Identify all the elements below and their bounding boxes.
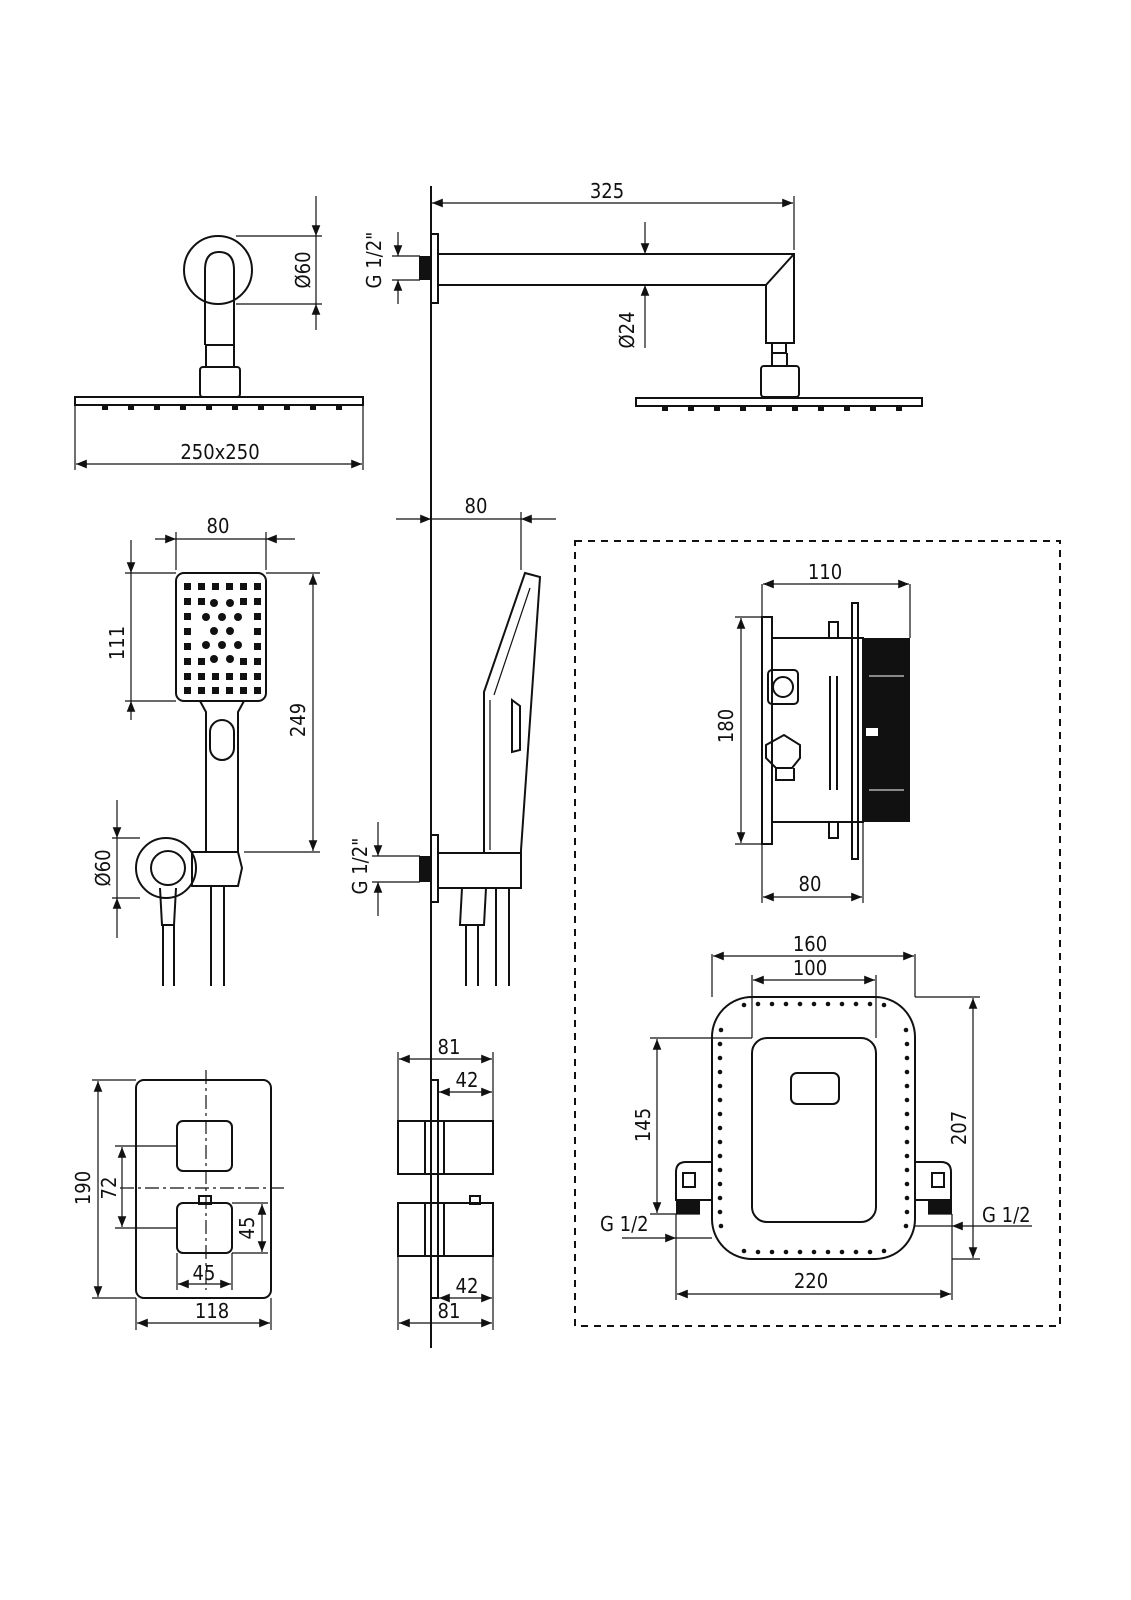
shower-head-plate-front: [74, 396, 364, 406]
dim-depth-total-bottom: 81: [438, 1299, 461, 1323]
head-connector: [199, 366, 241, 398]
hand-shower-head-front: [175, 572, 267, 702]
dim-frame-outer-width: 160: [793, 932, 827, 956]
dim-arm-thread: G 1/2": [362, 232, 386, 289]
hand-shower-handle: [199, 700, 245, 853]
nozzle-row-front: [102, 405, 342, 410]
dim-arm-length: 325: [590, 179, 624, 203]
dim-arm-diameter: Ø24: [615, 311, 639, 348]
handle-button: [209, 719, 235, 761]
dim-hand-total-length: 249: [286, 703, 310, 737]
frame-holes-top: [741, 1001, 887, 1008]
dim-wall-flange-diameter: Ø60: [291, 251, 315, 288]
dim-hand-thread: G 1/2": [348, 838, 372, 895]
dim-depth-total-top: 81: [438, 1035, 461, 1059]
outlet-flange: [135, 837, 197, 899]
hand-shower-nozzles: [184, 583, 261, 694]
dim-shower-head-size: 250x250: [180, 440, 259, 464]
side-outlet-plate: [430, 834, 439, 903]
dim-frame-height-right: 207: [947, 1111, 971, 1145]
dim-box-depth: 80: [799, 872, 822, 896]
dim-outlet-diameter: Ø60: [91, 849, 115, 886]
frame-outer: [711, 996, 916, 1260]
dim-hand-shower-width: 80: [207, 514, 230, 538]
arm-thread-stub: [419, 256, 431, 280]
lower-knob: [176, 1202, 233, 1254]
mixer-side-plate: [430, 1079, 439, 1299]
hose-connector: [159, 887, 177, 926]
frame-inner: [751, 1037, 877, 1223]
dim-frame-inner-width: 100: [793, 956, 827, 980]
upper-outlet-nut: [767, 669, 799, 705]
dim-knob-height: 45: [235, 1217, 259, 1240]
dim-knob-spacing: 72: [97, 1177, 121, 1200]
shower-head-plate-side: [635, 397, 923, 407]
arm-wall-plate: [430, 233, 439, 304]
hand-shower-side-view: 80 G 1/2": [348, 494, 556, 986]
frame-holes-bottom: [741, 1248, 887, 1255]
upper-knob-side: [397, 1120, 494, 1175]
right-inlet: [928, 1200, 952, 1214]
mixer-side-view: 81 42 42 81: [397, 1035, 494, 1330]
mixer-plate-front-view: 190 72 45 45 118: [71, 1070, 285, 1330]
dim-inlet-right: G 1/2: [982, 1203, 1031, 1227]
frame-window: [790, 1072, 840, 1105]
dim-box-width: 110: [808, 560, 842, 584]
lower-knob-side: [397, 1202, 494, 1257]
dim-knob-depth-top: 42: [456, 1068, 479, 1092]
upper-knob: [176, 1120, 233, 1172]
dim-box-height: 180: [714, 709, 738, 743]
frame-holes-left: [717, 1027, 724, 1229]
left-inlet-bracket: [675, 1161, 712, 1201]
dim-hand-head-height: 111: [105, 626, 129, 660]
frame-holes-right: [903, 1027, 910, 1229]
dim-knob-width: 45: [193, 1261, 216, 1285]
arm-collar: [205, 344, 235, 368]
dim-hand-projection: 80: [465, 494, 488, 518]
shower-arm-side-view: 325 Ø24 G 1/2": [362, 179, 923, 411]
hand-shower-front-view: 80 111 249 Ø60: [91, 514, 320, 986]
wall-flange-circle: [183, 235, 253, 305]
concealed-box-side-view: 110 180 80: [714, 560, 911, 903]
shower-arm-front: [204, 250, 235, 345]
right-inlet-bracket: [915, 1161, 952, 1201]
mixer-cover-plate: [135, 1079, 272, 1299]
box-front-plate: [761, 616, 773, 845]
dim-plate-height: 190: [71, 1171, 95, 1205]
dim-frame-overall-width: 220: [794, 1269, 828, 1293]
box-body: [771, 637, 864, 823]
holder-bracket: [191, 851, 244, 887]
dim-frame-height-left: 145: [631, 1108, 655, 1142]
dim-plate-width: 118: [195, 1299, 229, 1323]
concealed-box-panel: [574, 540, 1061, 1327]
dim-inlet-left: G 1/2: [600, 1212, 649, 1236]
side-holder: [437, 852, 522, 889]
lower-outlet: [765, 733, 801, 769]
dim-knob-depth-bottom: 42: [456, 1274, 479, 1298]
shower-head-front-view: 250x250 Ø60: [74, 196, 364, 470]
head-connector-side: [760, 365, 800, 398]
mounting-frame-front-view: 160 100 145 207 220 G 1/2 G 1/2: [600, 932, 1032, 1300]
left-inlet: [676, 1200, 700, 1214]
